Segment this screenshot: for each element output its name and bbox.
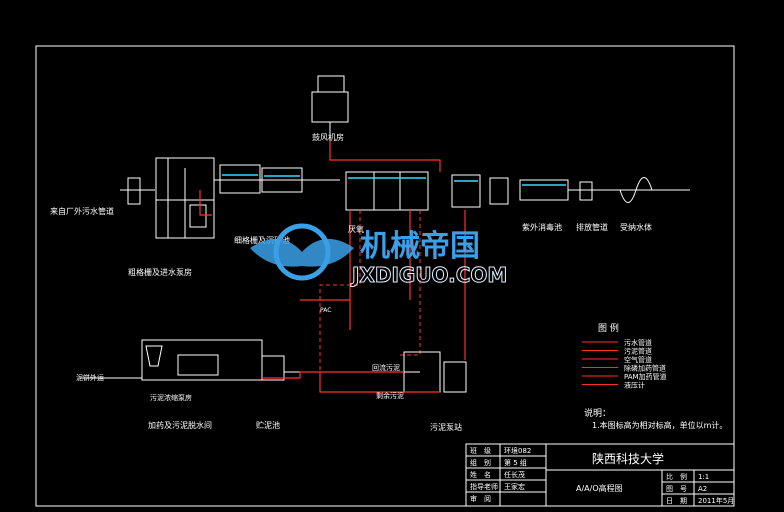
tb-right-value: A2 bbox=[698, 485, 707, 493]
label-return-sludge: 回流污泥 bbox=[372, 363, 400, 372]
tb-right-key: 日 期 bbox=[666, 497, 687, 505]
tb-row-value: 环境082 bbox=[504, 446, 531, 455]
legend-item-label: 空气管道 bbox=[624, 355, 652, 364]
label-blower: 鼓风机房 bbox=[312, 132, 344, 142]
tb-row-value: 任长茂 bbox=[504, 470, 525, 479]
tb-school: 陕西科技大学 bbox=[592, 451, 664, 466]
legend-item-label: 污水管道 bbox=[624, 338, 652, 347]
label-excess-sludge: 剩余污泥 bbox=[376, 391, 404, 400]
label-thickener: 贮泥池 bbox=[256, 420, 280, 430]
legend-item-label: 除磷加药管道 bbox=[624, 364, 666, 373]
title-block bbox=[465, 443, 735, 507]
tb-row-value: 王家宏 bbox=[504, 482, 525, 491]
label-dewatering: 加药及污泥脱水间 bbox=[148, 420, 212, 430]
return-sludge-pipes bbox=[319, 210, 421, 370]
inflow-well bbox=[127, 177, 141, 205]
label-uv: 紫外消毒池 bbox=[522, 222, 562, 232]
label-sludge-pump-room: 污泥浓缩泵房 bbox=[150, 393, 192, 402]
sludge-red-pipes bbox=[262, 371, 440, 393]
clarifier bbox=[451, 174, 481, 208]
label-chem: PAC bbox=[320, 307, 331, 314]
notes-title: 说明： bbox=[584, 407, 611, 419]
drawing-frame bbox=[35, 45, 735, 507]
tb-right-key: 比 例 bbox=[666, 472, 687, 481]
legend-item-label: 液压计 bbox=[624, 381, 645, 390]
fine-screen-tank bbox=[219, 164, 261, 194]
receiving-water-wave bbox=[619, 177, 653, 203]
label-mud-cake: 泥饼外运 bbox=[76, 373, 104, 382]
label-receiving: 受纳水体 bbox=[620, 222, 652, 232]
legend-title: 图 例 bbox=[598, 322, 619, 334]
legend-item-label: 污泥管道 bbox=[624, 347, 652, 356]
upper-process bbox=[120, 75, 690, 239]
tb-row-key: 组 别 bbox=[470, 458, 491, 467]
tb-row-value: 第 5 组 bbox=[504, 458, 527, 467]
label-coarse-screen: 粗格栅及进水泵房 bbox=[128, 267, 192, 277]
legend-item-label: PAM加药管道 bbox=[624, 372, 667, 381]
tb-row-key: 审 阅 bbox=[470, 494, 491, 503]
label-outfall: 排放管道 bbox=[576, 222, 608, 232]
wings-icon bbox=[250, 238, 354, 267]
tb-row-key: 姓 名 bbox=[470, 470, 491, 479]
tb-drawing-title: A/A/O高程图 bbox=[576, 483, 623, 493]
label-anaerobic: 厌氧 bbox=[348, 224, 364, 234]
blower-room bbox=[311, 91, 349, 123]
tb-row-key: 班 级 bbox=[470, 446, 491, 455]
outfall-well bbox=[579, 181, 593, 201]
tb-right-key: 图 号 bbox=[666, 485, 687, 493]
watermark-cn: 机械帝国 bbox=[360, 229, 480, 264]
label-fine-screen: 细格栅及沉砂池 bbox=[234, 235, 290, 245]
tb-right-value: 1:1 bbox=[698, 473, 709, 481]
watermark: 机械帝国 JXDIGUO.COM bbox=[250, 223, 508, 288]
water-levels bbox=[222, 174, 566, 186]
notes-text: 1.本图标高为相对标高，单位以m计。 bbox=[592, 420, 727, 430]
tb-row-key: 指导老师 bbox=[470, 482, 498, 491]
sludge-thickener bbox=[261, 355, 285, 381]
lower-sludge-process bbox=[80, 339, 467, 393]
tb-right-value: 2011年5月 bbox=[698, 496, 734, 505]
aao-tank bbox=[345, 171, 429, 211]
label-inflow: 来自厂外污水管道 bbox=[50, 206, 114, 216]
uv-tank bbox=[519, 179, 569, 201]
label-sludge-pump: 污泥泵站 bbox=[430, 422, 462, 432]
watermark-en: JXDIGUO.COM bbox=[350, 263, 507, 287]
